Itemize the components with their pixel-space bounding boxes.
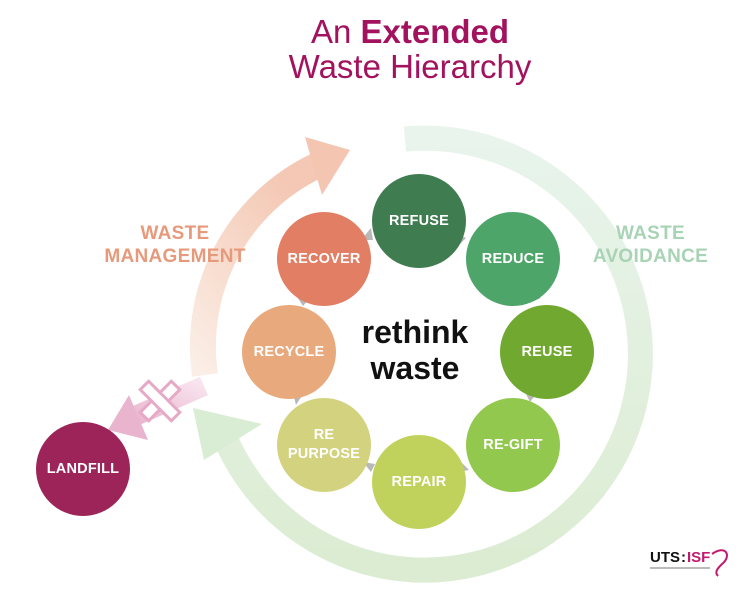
avoidance-arrowhead	[193, 408, 262, 460]
title-line-1: An Extended	[0, 14, 754, 49]
node-reuse: REUSE	[500, 305, 594, 399]
node-re-gift: RE-GIFT	[466, 398, 560, 492]
avoidance-arc	[207, 125, 653, 583]
uts-isf-logo: UTS : ISF	[648, 542, 738, 582]
page-title: An Extended Waste Hierarchy	[0, 14, 754, 84]
logo-text-right: ISF	[687, 549, 710, 566]
logo-text-left: UTS	[650, 549, 680, 566]
node-repair: REPAIR	[372, 435, 466, 529]
blocked-cross-icon	[138, 379, 182, 423]
svg-text::: :	[681, 549, 686, 566]
management-arc	[189, 154, 322, 377]
title-prefix: An	[310, 13, 361, 50]
node-reduce: REDUCE	[466, 212, 560, 306]
title-line-2: Waste Hierarchy	[288, 48, 532, 85]
node-recycle: RECYCLE	[242, 305, 336, 399]
landfill-arrowhead	[108, 395, 148, 440]
node-refuse: REFUSE	[372, 174, 466, 268]
node-landfill: LANDFILL	[36, 422, 130, 516]
title-bold: Extended	[360, 13, 510, 50]
node-recover: RECOVER	[277, 212, 371, 306]
logo-graphic: UTS : ISF	[650, 549, 728, 577]
management-arrowhead	[305, 137, 350, 195]
